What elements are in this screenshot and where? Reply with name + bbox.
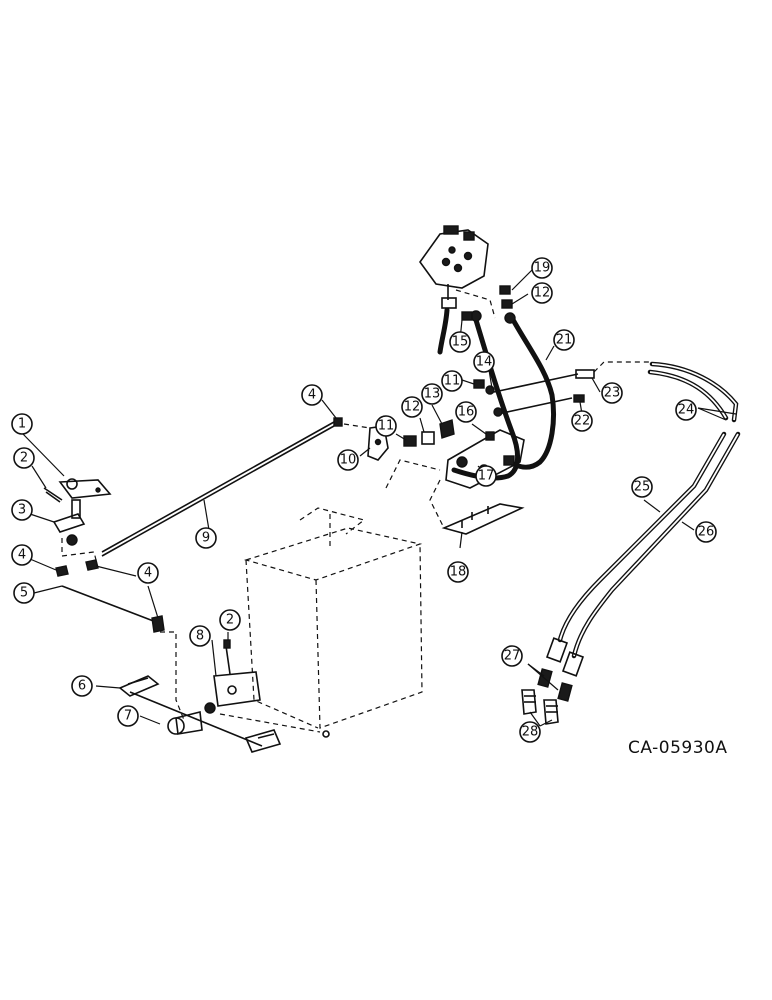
svg-text:22: 22 (574, 414, 591, 429)
callout-16: 16 (455, 401, 477, 423)
steel-tubes (545, 361, 741, 677)
svg-text:15: 15 (452, 335, 469, 350)
svg-text:24: 24 (678, 403, 695, 418)
callout-11-left: 11 (375, 415, 397, 437)
svg-text:21: 21 (556, 333, 573, 348)
callout-5: 5 (13, 582, 35, 604)
callout-12-left: 12 (401, 396, 423, 418)
callout-2-center: 2 (219, 609, 241, 631)
callout-11-right: 11 (441, 370, 463, 392)
svg-text:19: 19 (534, 261, 551, 276)
fittings-11-13 (403, 285, 513, 447)
callout-12-right: 12 (531, 282, 553, 304)
svg-text:4: 4 (18, 548, 26, 563)
svg-text:23: 23 (604, 386, 621, 401)
bushing-7 (167, 711, 203, 735)
callout-21: 21 (553, 329, 575, 351)
svg-text:8: 8 (196, 629, 204, 644)
svg-text:1: 1 (18, 417, 26, 432)
callout-22: 22 (571, 410, 593, 432)
svg-text:16: 16 (458, 405, 475, 420)
callout-13: 13 (421, 383, 443, 405)
svg-text:4: 4 (308, 388, 316, 403)
svg-text:17: 17 (478, 469, 495, 484)
svg-text:28: 28 (522, 725, 539, 740)
mounting-bracket-18 (441, 503, 525, 535)
svg-text:5: 5 (20, 586, 28, 601)
callout-18: 18 (447, 561, 469, 583)
svg-text:7: 7 (124, 709, 132, 724)
svg-text:14: 14 (476, 355, 493, 370)
svg-text:12: 12 (534, 286, 551, 301)
svg-text:12: 12 (404, 400, 421, 415)
pedal-6 (118, 675, 282, 753)
fittings-27-28 (521, 668, 573, 725)
pin-2-left (43, 487, 63, 503)
svg-text:18: 18 (450, 565, 467, 580)
linkage-4-5 (55, 559, 165, 633)
callout-4-center: 4 (137, 562, 159, 584)
callout-14: 14 (473, 351, 495, 373)
svg-text:26: 26 (698, 525, 715, 540)
callout-9: 9 (195, 527, 217, 549)
svg-text:4: 4 (144, 566, 152, 581)
drawing-code-label: CA-05930A (628, 738, 728, 758)
svg-text:11: 11 (444, 374, 461, 389)
lever-3 (52, 499, 86, 546)
callout-10: 10 (337, 449, 359, 471)
callout-28: 28 (519, 721, 541, 743)
bracket-8 (204, 639, 261, 714)
callout-6: 6 (71, 675, 93, 697)
svg-text:25: 25 (634, 480, 651, 495)
rod-9 (101, 417, 343, 557)
callout-3: 3 (11, 499, 33, 521)
callout-4-left: 4 (11, 544, 33, 566)
callout-26: 26 (695, 521, 717, 543)
callout-24: 24 (675, 399, 697, 421)
svg-text:3: 3 (18, 503, 26, 518)
callout-7: 7 (117, 705, 139, 727)
callout-27: 27 (501, 645, 523, 667)
svg-text:27: 27 (504, 649, 521, 664)
svg-text:10: 10 (340, 453, 357, 468)
leader-lines (21, 269, 737, 727)
control-valve (419, 225, 489, 355)
bracket-1 (58, 478, 112, 499)
callout-1: 1 (11, 413, 33, 435)
callout-4-top: 4 (301, 384, 323, 406)
callout-2-left: 2 (13, 447, 35, 469)
callout-19: 19 (531, 257, 553, 279)
svg-text:13: 13 (424, 387, 441, 402)
svg-text:2: 2 (226, 613, 234, 628)
callout-15: 15 (449, 331, 471, 353)
callout-17: 17 (475, 465, 497, 487)
callout-23: 23 (601, 382, 623, 404)
svg-text:11: 11 (378, 419, 395, 434)
outline-box (219, 507, 423, 738)
svg-text:6: 6 (78, 679, 86, 694)
svg-text:9: 9 (202, 531, 210, 546)
svg-text:2: 2 (20, 451, 28, 466)
callout-25: 25 (631, 476, 653, 498)
callout-8: 8 (189, 625, 211, 647)
